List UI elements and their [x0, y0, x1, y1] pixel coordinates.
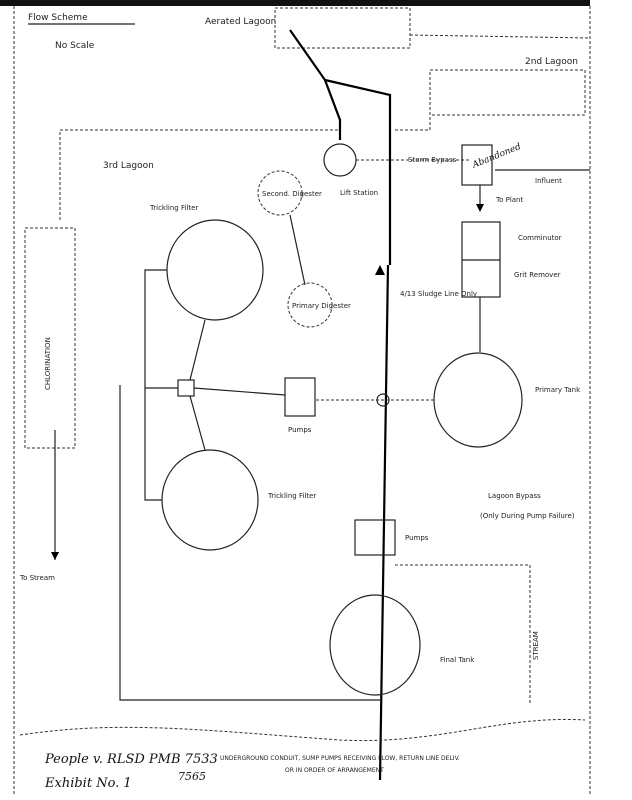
storm-bypass-label: Storm Bypass — [408, 156, 457, 164]
splitter-box — [177, 379, 195, 397]
arrow-up — [375, 265, 385, 275]
scale-note: No Scale — [55, 41, 95, 51]
trickling-filter-top — [166, 219, 264, 321]
pumps-middle — [284, 377, 316, 417]
grit-remover-label: Grit Remover — [514, 271, 561, 279]
pumps-lower — [354, 519, 396, 556]
arrow-down — [51, 552, 59, 560]
footer-note-2: OR IN ORDER OF ARRANGEMENT — [285, 767, 384, 774]
primary-tank — [433, 352, 523, 448]
primary-digester — [287, 282, 333, 328]
diagram-title: Flow Scheme — [28, 13, 88, 23]
stream-label: STREAM — [532, 631, 540, 660]
crossover — [376, 393, 390, 407]
secondary-digester-label: Second. Digester — [262, 190, 322, 198]
aerated-lagoon — [274, 7, 411, 49]
trickling-filter-bottom-label: Trickling Filter — [267, 492, 316, 500]
exhibit-case: People v. RLSD PMB 7533 — [44, 752, 218, 767]
third-lagoon-label: 3rd Lagoon — [103, 161, 154, 171]
exhibit-number: Exhibit No. 1 — [44, 776, 132, 791]
stream-path — [19, 718, 586, 742]
secondary-digester — [257, 170, 303, 216]
comminutor-label: Comminutor — [518, 234, 562, 242]
digester-link — [289, 214, 306, 286]
lift-station-label: Lift Station — [340, 189, 378, 197]
abandoned-note: Abandoned — [470, 142, 523, 171]
lagoon-connector — [409, 34, 591, 39]
final-tank — [329, 594, 421, 696]
lagoon-bypass-label: Lagoon Bypass — [488, 492, 541, 500]
pump-riser-line — [378, 264, 390, 781]
return-line — [324, 78, 392, 265]
primary-tank-label: Primary Tank — [535, 386, 581, 394]
second-lagoon-label: 2nd Lagoon — [525, 57, 578, 67]
lagoon-bypass-note: (Only During Pump Failure) — [480, 512, 575, 520]
aerated-lagoon-label: Aerated Lagoon — [205, 17, 276, 27]
footer-note-1: UNDERGROUND CONDUIT, SUMP PUMPS RECEIVIN… — [220, 755, 460, 762]
chlorination-label: CHLORINATION — [44, 337, 52, 390]
stream-line — [395, 564, 531, 705]
lift-to-lagoon-line — [289, 29, 342, 140]
primary-digester-label: Primary Digester — [292, 302, 351, 310]
arrow-down — [476, 204, 484, 212]
trickling-filter-top-label: Trickling Filter — [149, 204, 198, 212]
pumps-lower-label: Pumps — [405, 534, 429, 542]
scan-border — [0, 0, 590, 6]
final-tank-label: Final Tank — [440, 656, 475, 664]
influent-label: Influent — [535, 177, 562, 185]
lift-station — [323, 143, 357, 177]
to-plant-label: To Plant — [495, 196, 523, 204]
pumps-middle-label: Pumps — [288, 426, 312, 434]
chlorination-piping — [54, 385, 380, 701]
trickling-filter-bottom — [161, 449, 259, 551]
exhibit-alt: 7565 — [178, 770, 206, 783]
sludge-line-label: 4/13 Sludge Line Only — [400, 290, 477, 298]
storm-bypass-box — [461, 144, 493, 186]
chlorination-tank — [24, 227, 76, 449]
filter-piping — [144, 269, 286, 501]
second-lagoon — [429, 69, 586, 116]
third-lagoon-path — [59, 110, 431, 220]
to-stream-label: To Stream — [19, 574, 55, 582]
